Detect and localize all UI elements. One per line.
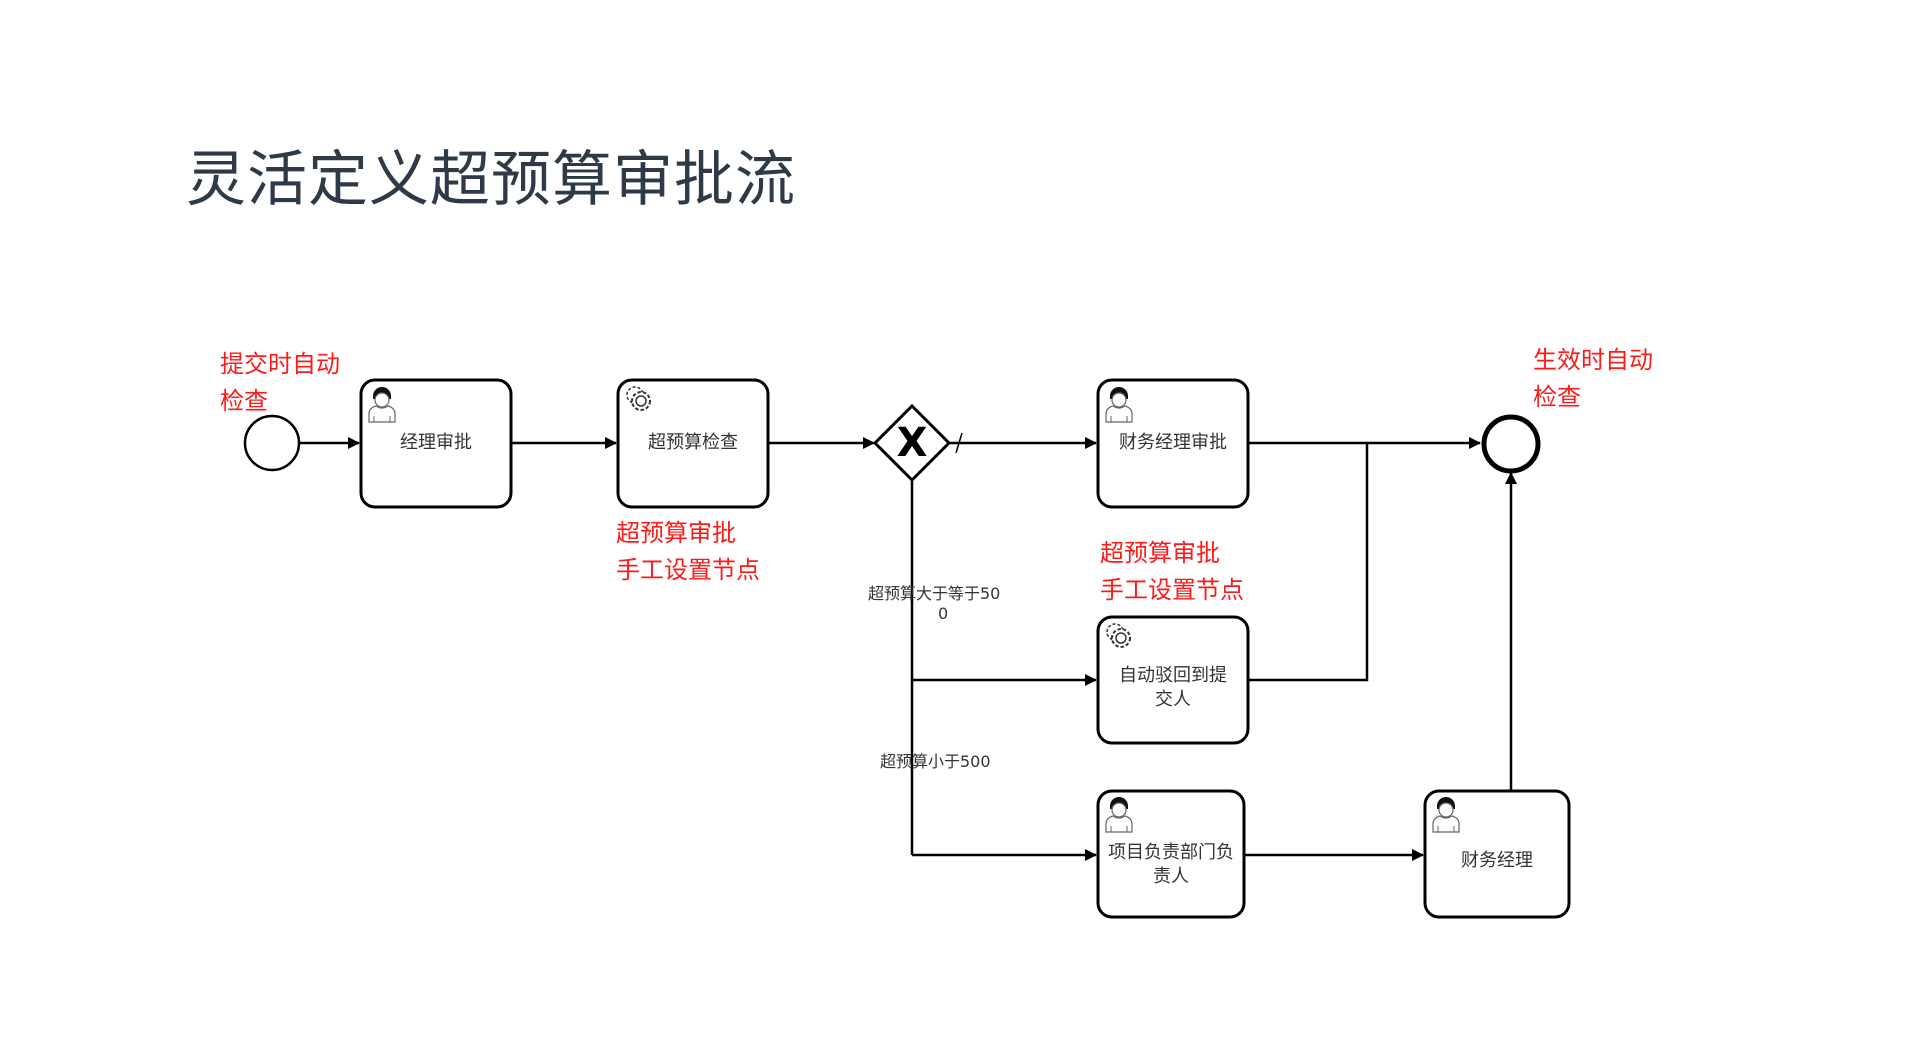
task-finance-manager-label: 财务经理: [1461, 850, 1533, 871]
gateway-x-glyph: X: [896, 420, 928, 466]
page-title: 灵活定义超预算审批流: [186, 145, 796, 215]
start-event[interactable]: [243, 414, 301, 472]
annotation-manual-1-line2: 手工设置节点: [616, 556, 760, 584]
annotation-manual-1: 超预算审批 手工设置节点: [616, 515, 760, 589]
default-flow-marker: [955, 432, 963, 454]
condition-ge500-line1: 超预算大于等于50: [868, 584, 1001, 603]
annotation-manual-2-line2: 手工设置节点: [1100, 576, 1244, 604]
task-auto-reject-label-2: 交人: [1155, 689, 1191, 710]
annotation-manual-2-line1: 超预算审批: [1100, 539, 1220, 567]
annotation-end-line2: 检查: [1533, 383, 1581, 411]
task-finance-manager-approve-label: 财务经理审批: [1119, 432, 1227, 453]
task-project-dept-head-label-1: 项目负责部门负: [1108, 842, 1234, 863]
annotation-start-line2: 检查: [220, 387, 268, 415]
annotation-end: 生效时自动 检查: [1533, 342, 1653, 416]
annotation-start-line1: 提交时自动: [220, 350, 340, 378]
condition-lt500: 超预算小于500: [880, 752, 991, 771]
flow-auto-reject-to-end: [1248, 443, 1369, 682]
end-event[interactable]: [1481, 414, 1541, 474]
annotation-end-line1: 生效时自动: [1533, 346, 1653, 374]
annotation-manual-1-line1: 超预算审批: [616, 519, 736, 547]
task-auto-reject-label-1: 自动驳回到提: [1119, 665, 1227, 686]
annotation-manual-2: 超预算审批 手工设置节点: [1100, 535, 1244, 609]
condition-ge500-line2: 0: [938, 604, 949, 623]
annotation-start: 提交时自动 检查: [220, 346, 340, 420]
task-finance-manager[interactable]: [1423, 789, 1571, 919]
task-over-budget-check-label: 超预算检查: [648, 432, 738, 453]
task-project-dept-head-label-2: 责人: [1153, 866, 1189, 887]
task-manager-approve-label: 经理审批: [400, 432, 472, 453]
